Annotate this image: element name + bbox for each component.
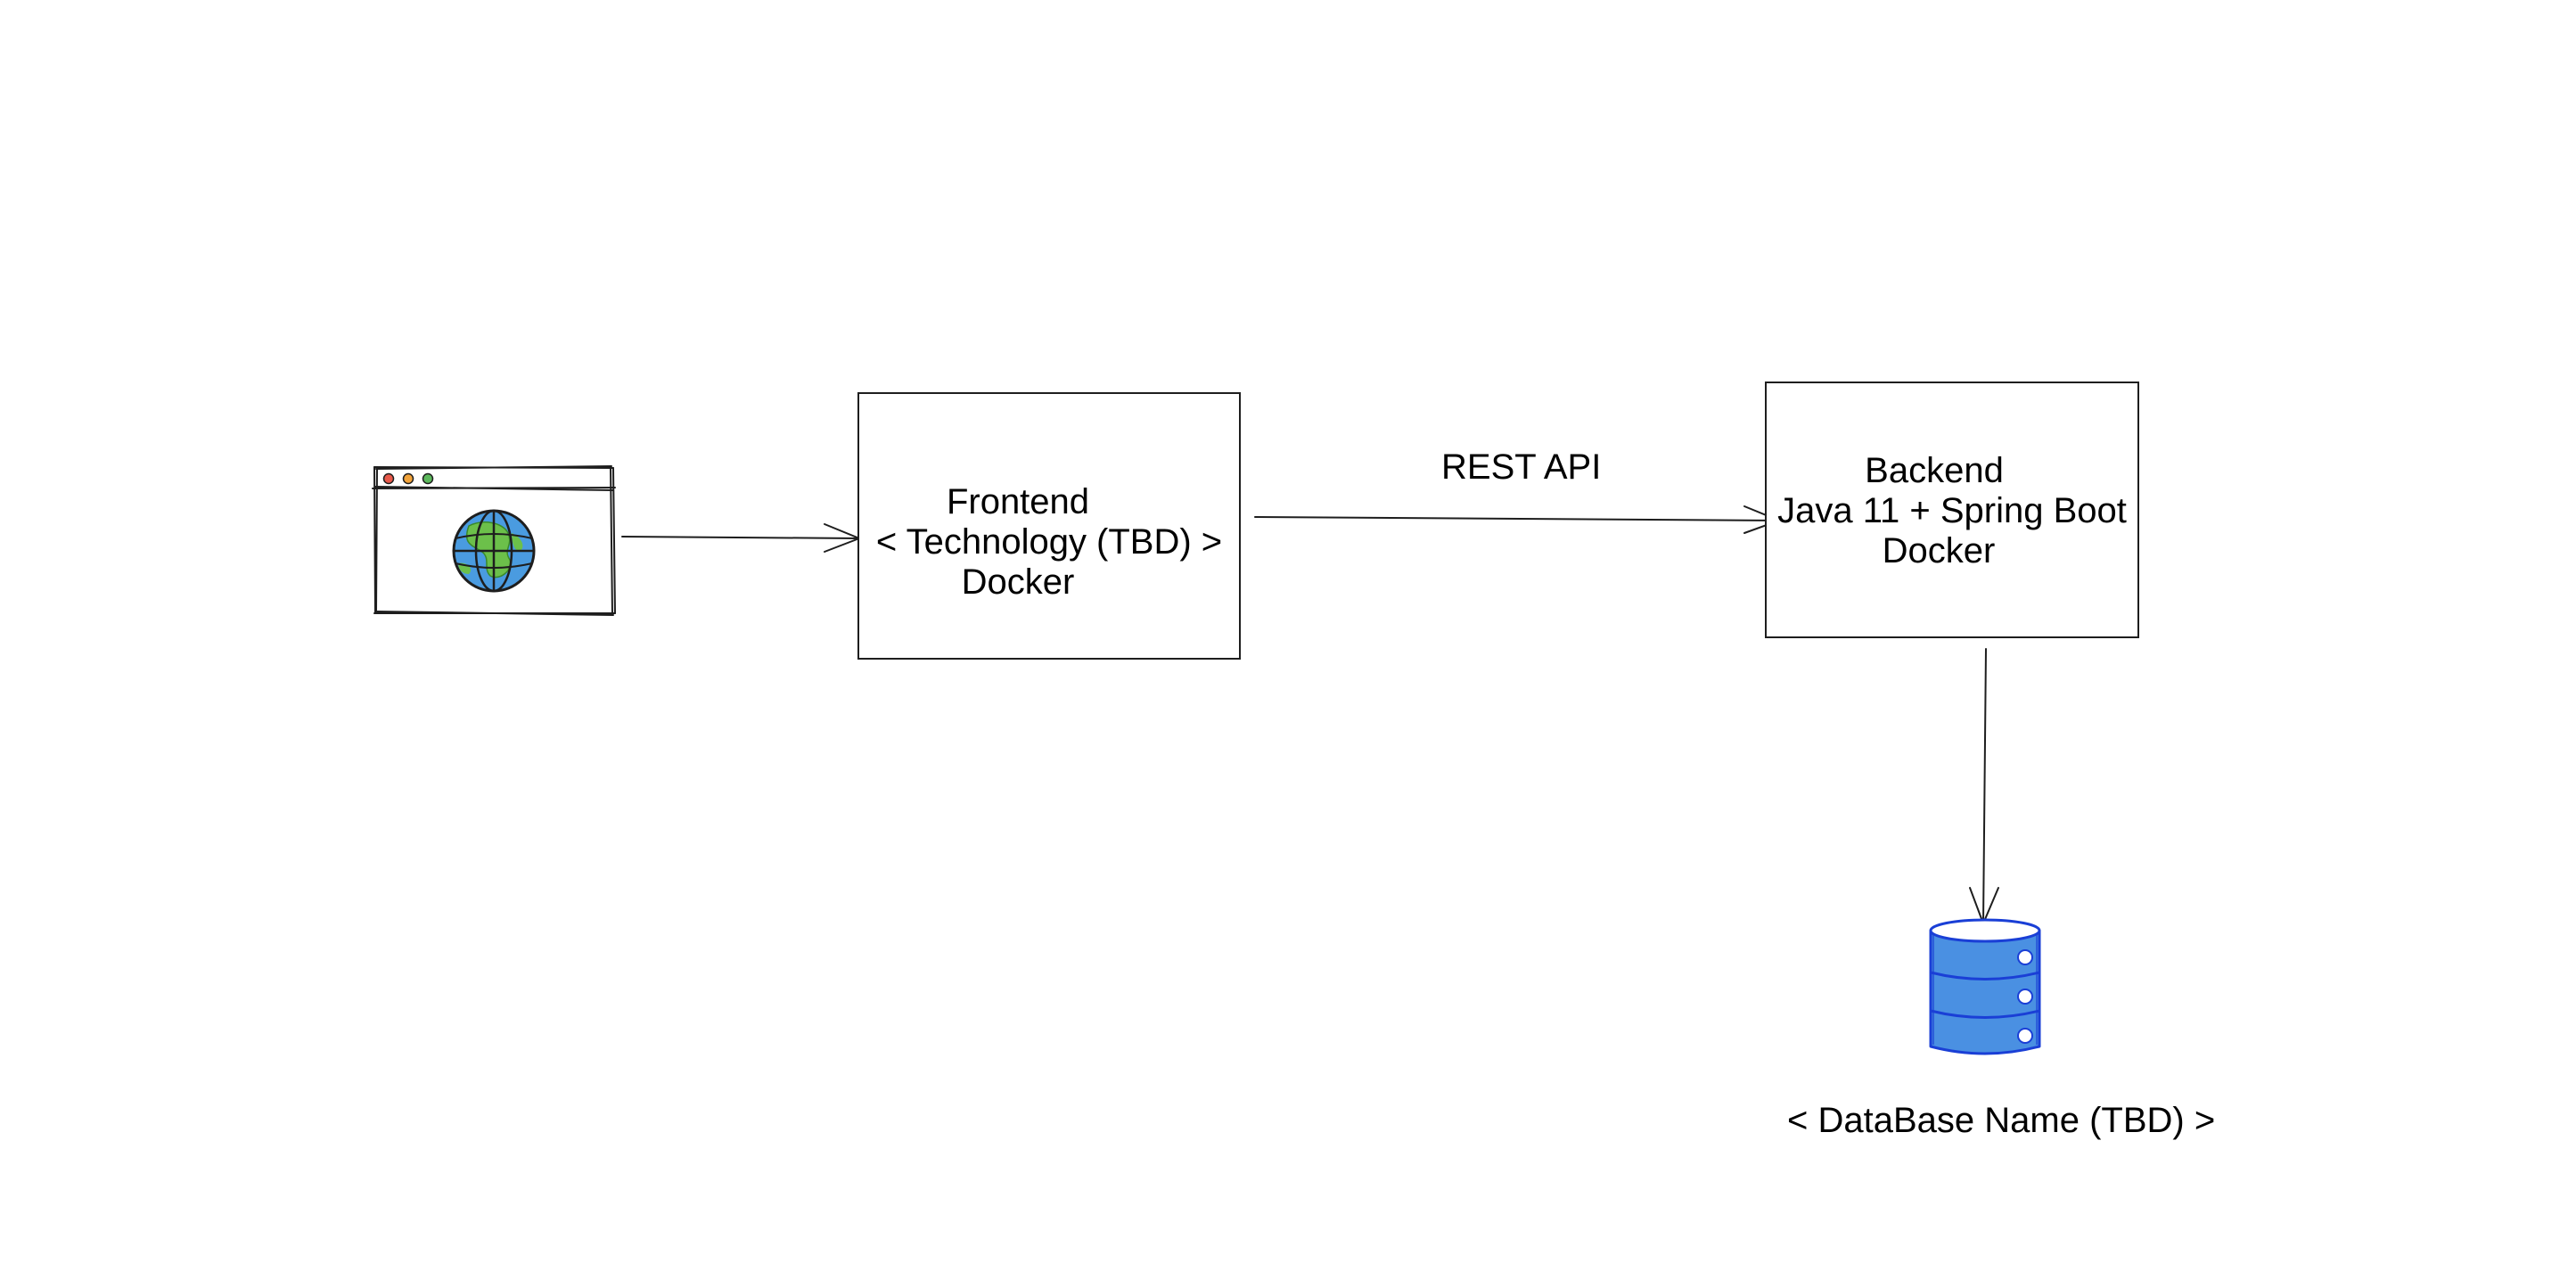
database-label: < DataBase Name (TBD) > (1787, 1101, 2216, 1140)
arrow-backend-to-database (1969, 648, 1999, 926)
globe-icon (452, 509, 536, 593)
backend-node (1765, 382, 2139, 638)
rest-api-label: REST API (1441, 447, 1602, 487)
frontend-docker: Docker (961, 562, 1075, 602)
frontend-label: Frontend < Technology (TBD) > Docker (866, 482, 1232, 603)
window-minimize-dot (402, 472, 414, 485)
backend-stack: Java 11 + Spring Boot (1777, 491, 2127, 530)
backend-label: Backend Java 11 + Spring Boot Docker (1769, 451, 2135, 571)
frontend-node (857, 392, 1241, 660)
backend-docker: Docker (1882, 531, 1996, 570)
window-close-dot (382, 472, 395, 485)
frontend-technology: < Technology (TBD) > (875, 522, 1223, 562)
arrow-frontend-to-backend (1254, 505, 1782, 534)
backend-title: Backend (1865, 451, 2004, 490)
window-maximize-dot (422, 472, 434, 485)
browser-globe-icon (369, 464, 619, 617)
database-icon (1925, 913, 2045, 1064)
frontend-title: Frontend (946, 482, 1090, 521)
arrow-browser-to-frontend (621, 523, 862, 553)
